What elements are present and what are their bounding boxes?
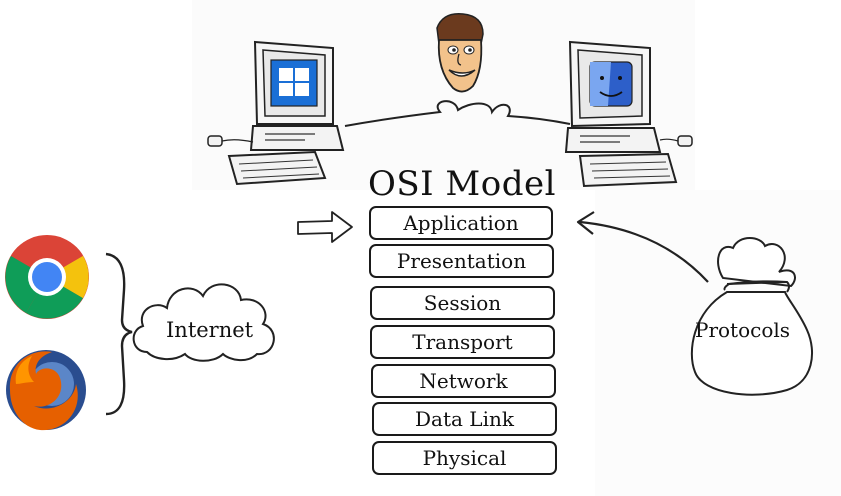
layer-application: Application (369, 206, 553, 240)
layer-label: Data Link (415, 407, 514, 431)
layer-presentation: Presentation (369, 244, 554, 278)
layer-transport: Transport (370, 325, 555, 359)
bag-label: Protocols (695, 318, 791, 342)
firefox-icon (6, 350, 86, 431)
bag-icon (690, 237, 814, 396)
layer-label: Application (403, 211, 519, 235)
cartoon-face-icon (436, 13, 484, 93)
layer-network: Network (371, 364, 556, 398)
cloud-icon (132, 283, 275, 362)
layer-label: Presentation (396, 249, 527, 273)
layer-label: Network (419, 369, 508, 393)
diagram-title: OSI Model (368, 164, 556, 204)
layer-physical: Physical (372, 441, 557, 475)
layer-label: Physical (422, 446, 507, 470)
cloud-label: Internet (166, 318, 254, 342)
layer-session: Session (370, 286, 555, 320)
windows-computer-icon (207, 40, 345, 186)
chrome-icon (5, 235, 89, 319)
layer-label: Session (423, 291, 502, 315)
layer-data-link: Data Link (372, 402, 557, 436)
mac-computer-icon (564, 40, 693, 188)
block-arrow-icon (297, 211, 353, 243)
brace-icon (105, 252, 133, 416)
layer-label: Transport (412, 330, 513, 354)
